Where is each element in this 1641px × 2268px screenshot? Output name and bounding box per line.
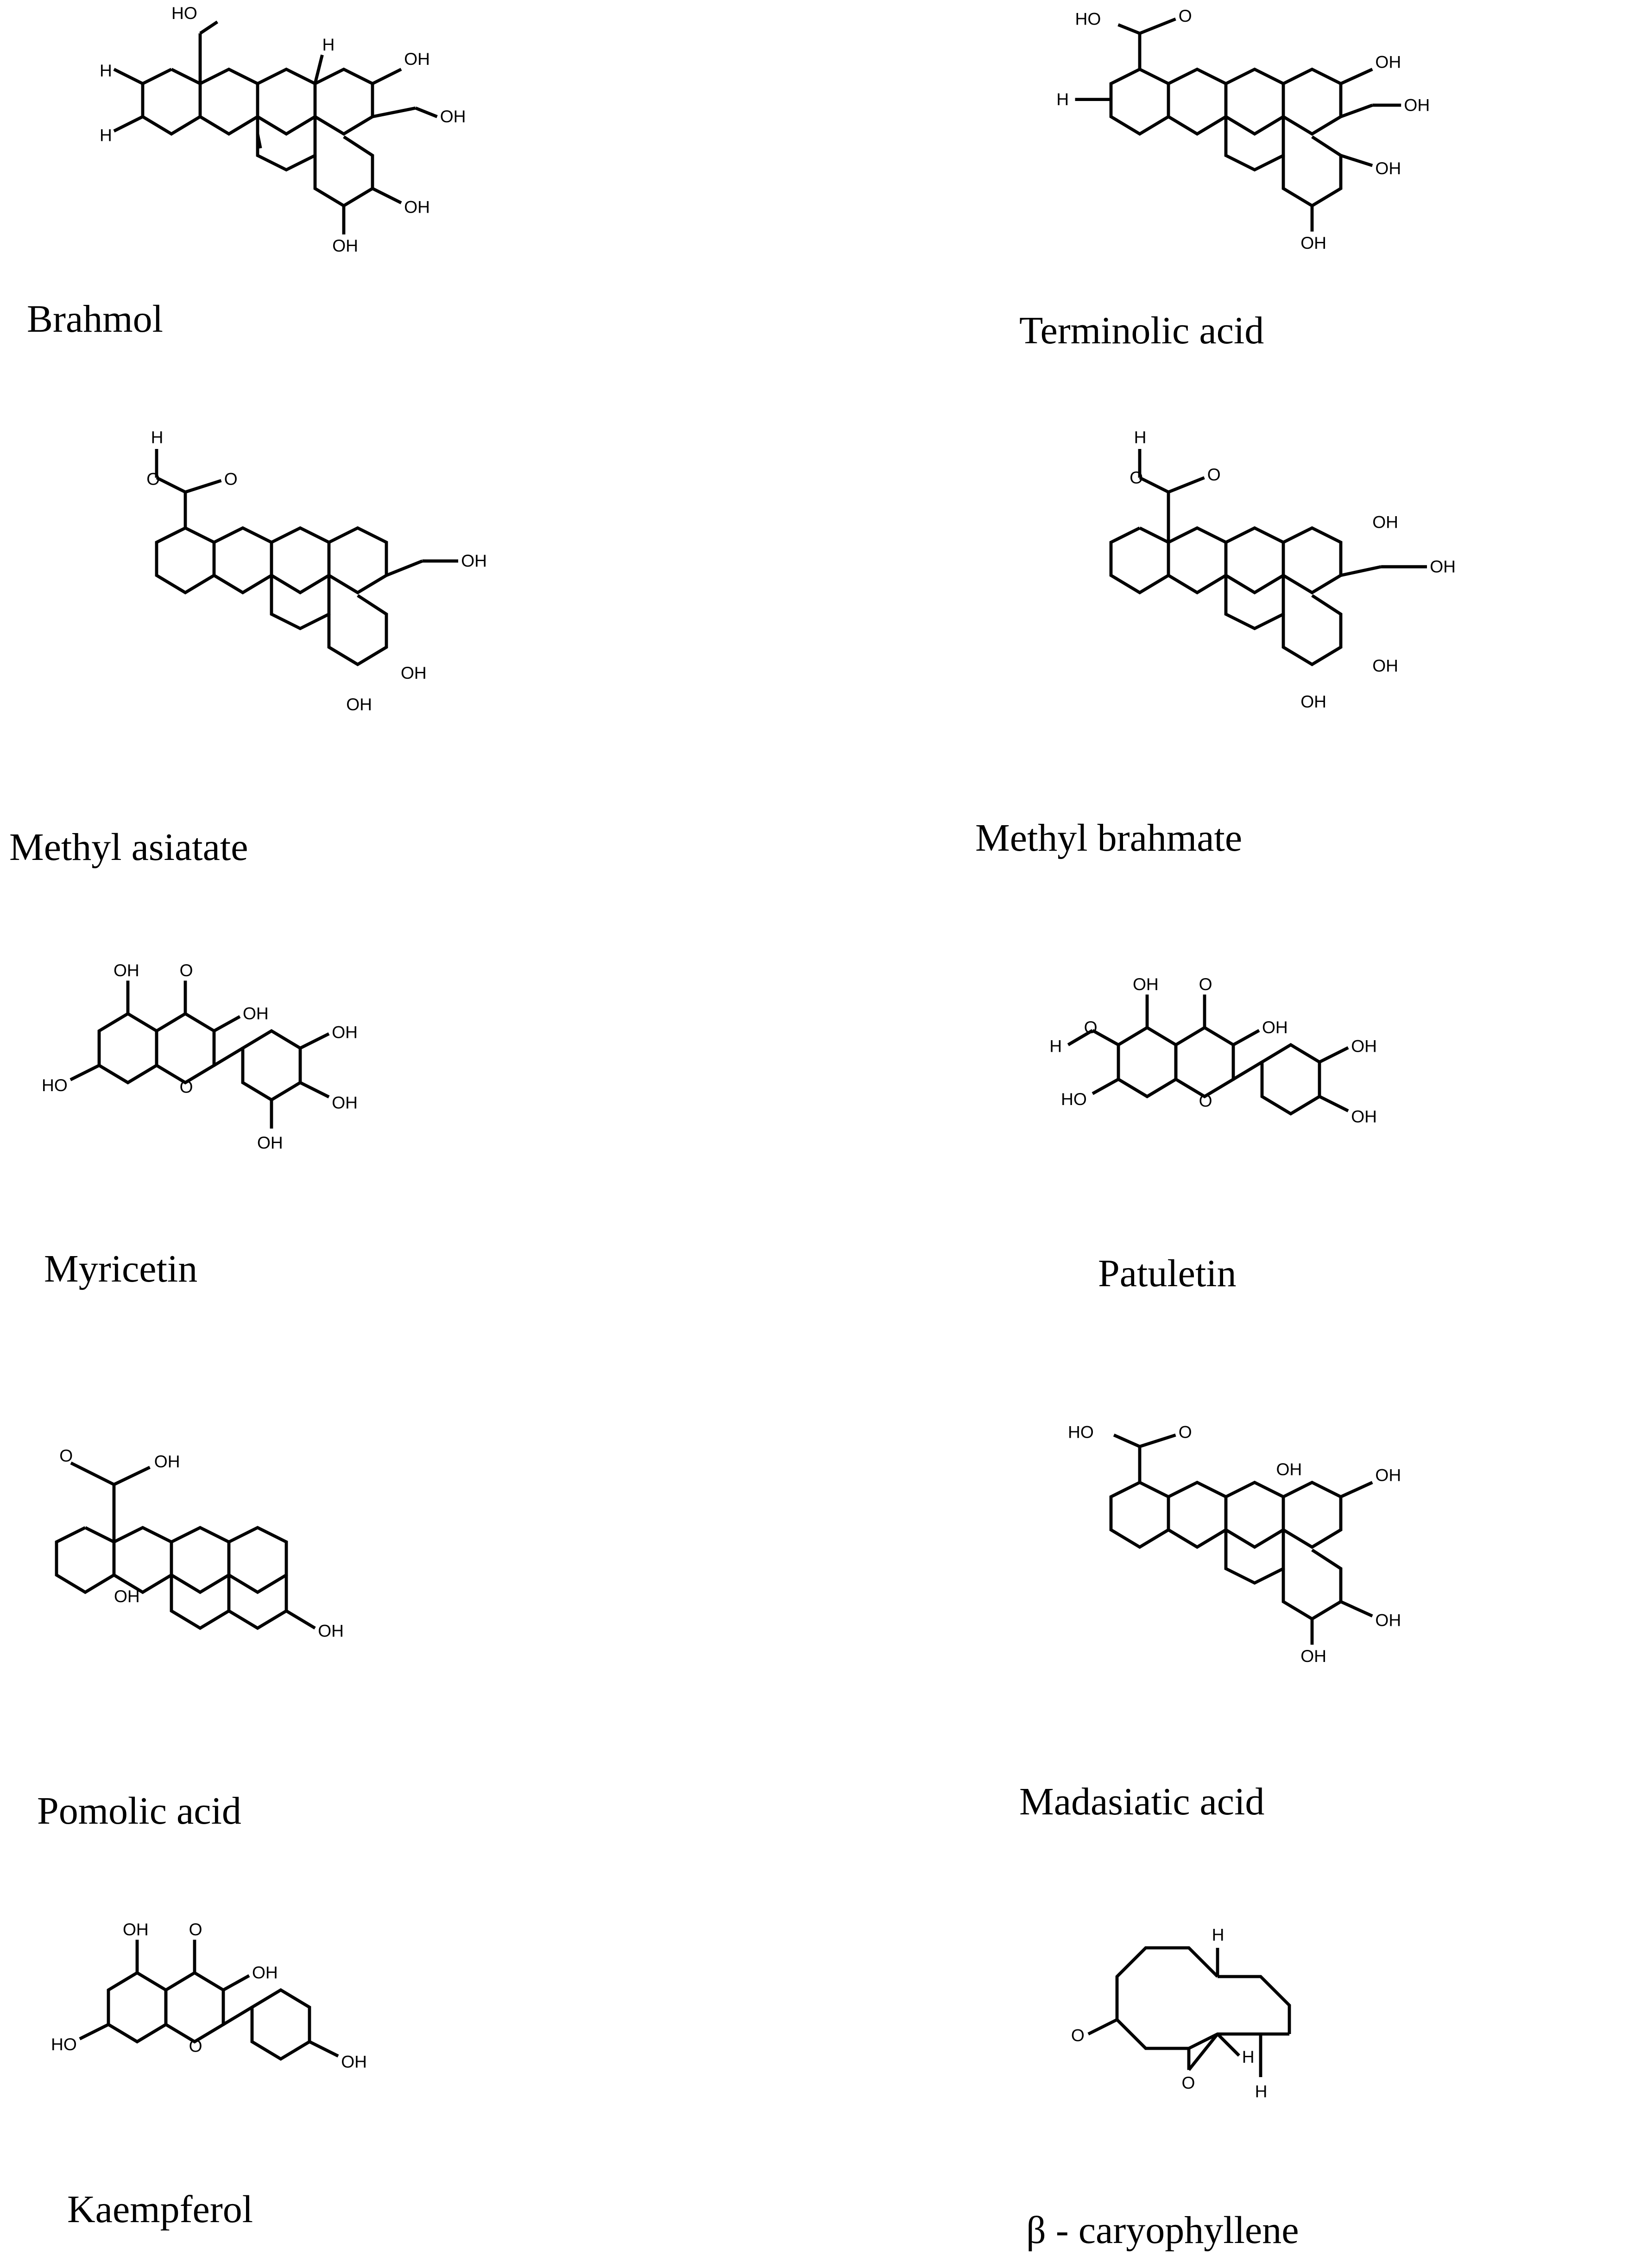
svg-text:O: O <box>1071 2026 1085 2045</box>
structure-myricetin: OH O OH HO O OH OH OH <box>42 960 358 1152</box>
svg-text:OH: OH <box>1300 692 1326 711</box>
structure-methyl-brahmate: O O H OH OH OH OH <box>1109 428 1456 711</box>
structure-brahmol: HO H H H OH OH OH OH <box>100 3 466 255</box>
caption-patuletin: Patuletin <box>1098 1252 1237 1295</box>
caption-brahmol: Brahmol <box>27 297 163 341</box>
svg-text:O: O <box>180 1077 193 1096</box>
svg-text:H: H <box>322 35 335 54</box>
svg-text:HO: HO <box>42 1075 68 1095</box>
svg-text:OH: OH <box>461 551 487 570</box>
svg-text:OH: OH <box>404 197 430 217</box>
svg-text:O: O <box>1179 1422 1192 1441</box>
svg-text:OH: OH <box>114 1586 140 1606</box>
svg-text:H: H <box>1255 2081 1268 2101</box>
svg-text:OH: OH <box>1372 656 1398 676</box>
svg-text:OH: OH <box>1351 1106 1377 1126</box>
svg-text:OH: OH <box>123 1920 149 1939</box>
svg-text:O: O <box>1084 1017 1098 1037</box>
svg-text:HO: HO <box>1075 9 1101 28</box>
structure-madasiatic-acid: HO O OH OH OH OH <box>1068 1422 1401 1666</box>
svg-text:O: O <box>1130 467 1143 487</box>
structure-terminolic-acid: HO O H OH OH OH OH <box>1056 6 1430 253</box>
structure-pomolic-acid: O OH OH OH <box>55 1446 344 1641</box>
svg-text:OH: OH <box>1375 158 1401 178</box>
svg-text:OH: OH <box>1300 233 1326 253</box>
caption-methyl-brahmate: Methyl brahmate <box>975 816 1243 859</box>
svg-text:O: O <box>1182 2073 1195 2092</box>
svg-text:O: O <box>180 960 193 980</box>
svg-text:OH: OH <box>257 1133 283 1152</box>
svg-text:OH: OH <box>1276 1459 1302 1479</box>
svg-text:OH: OH <box>1375 52 1401 71</box>
caption-madasiatic-acid: Madasiatic acid <box>1019 1780 1265 1823</box>
svg-text:OH: OH <box>341 2052 367 2071</box>
svg-text:HO: HO <box>171 3 197 23</box>
caption-methyl-asiatate: Methyl asiatate <box>9 826 248 869</box>
svg-text:O: O <box>146 469 160 489</box>
svg-text:H: H <box>100 126 112 145</box>
svg-text:HO: HO <box>51 2034 77 2054</box>
svg-text:O: O <box>1207 465 1221 484</box>
svg-text:H: H <box>1134 428 1147 447</box>
svg-text:OH: OH <box>332 1093 358 1112</box>
svg-text:O: O <box>59 1446 73 1465</box>
svg-text:H: H <box>100 61 112 80</box>
svg-text:OH: OH <box>1300 1646 1326 1666</box>
svg-text:OH: OH <box>404 49 430 69</box>
structure-kaempferol: OH O OH HO O OH <box>51 1920 367 2071</box>
svg-text:O: O <box>189 1920 202 1939</box>
svg-text:H: H <box>1049 1036 1062 1056</box>
svg-text:OH: OH <box>1375 1611 1401 1630</box>
structure-patuletin: OH O OH O H HO O OH OH <box>1049 974 1377 1126</box>
svg-text:H: H <box>1056 89 1069 109</box>
svg-text:OH: OH <box>401 663 427 682</box>
svg-text:O: O <box>224 469 238 489</box>
caption-caryophyllene: β - caryophyllene <box>1026 2209 1299 2252</box>
svg-text:OH: OH <box>252 1963 278 1982</box>
svg-text:OH: OH <box>332 236 358 255</box>
svg-text:OH: OH <box>318 1621 344 1641</box>
structure-caryophyllene: H O O H H <box>1071 1925 1291 2101</box>
svg-text:OH: OH <box>440 107 466 126</box>
caption-pomolic-acid: Pomolic acid <box>37 1789 241 1832</box>
svg-text:OH: OH <box>1133 974 1159 994</box>
svg-text:H: H <box>1242 2047 1255 2066</box>
svg-text:OH: OH <box>1404 95 1430 114</box>
svg-text:OH: OH <box>154 1452 180 1471</box>
svg-text:OH: OH <box>1262 1017 1288 1037</box>
svg-text:HO: HO <box>1061 1089 1087 1109</box>
caption-kaempferol: Kaempferol <box>67 2188 253 2231</box>
caption-myricetin: Myricetin <box>44 1247 198 1290</box>
svg-text:OH: OH <box>114 960 139 980</box>
svg-text:O: O <box>1199 974 1212 994</box>
caption-terminolic-acid: Terminolic acid <box>1019 309 1264 352</box>
svg-text:OH: OH <box>346 695 372 714</box>
svg-text:OH: OH <box>1351 1036 1377 1056</box>
svg-text:OH: OH <box>1375 1465 1401 1485</box>
svg-text:OH: OH <box>1372 512 1398 532</box>
svg-text:O: O <box>1179 6 1192 25</box>
svg-text:OH: OH <box>243 1004 269 1023</box>
svg-text:O: O <box>189 2036 202 2055</box>
structure-methyl-asiatate: O O H OH OH OH <box>146 428 487 714</box>
svg-text:OH: OH <box>1430 557 1456 576</box>
svg-text:H: H <box>151 428 164 447</box>
svg-text:H: H <box>1212 1925 1224 1945</box>
svg-text:HO: HO <box>1068 1422 1094 1441</box>
svg-text:O: O <box>1199 1091 1212 1110</box>
svg-text:OH: OH <box>332 1023 358 1042</box>
